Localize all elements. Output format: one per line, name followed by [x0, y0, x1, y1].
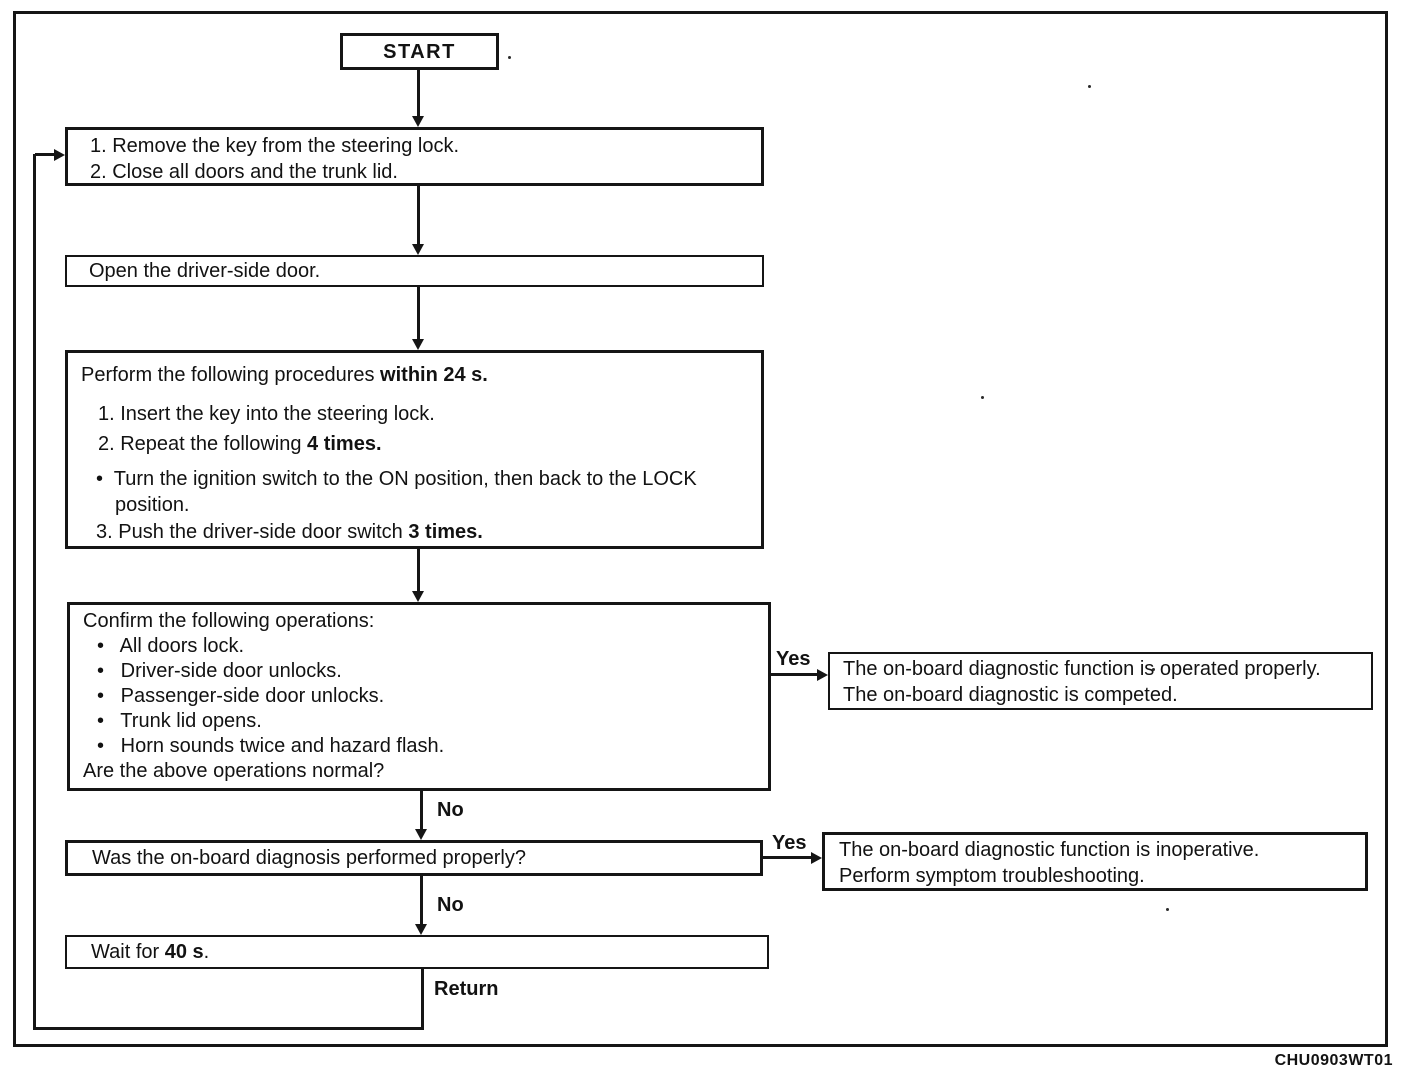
figure-code: CHU0903WT01 [1274, 1052, 1393, 1069]
scan-artifact-dot [1152, 668, 1155, 671]
connector-procedures-to-confirm [417, 549, 420, 591]
step-remove-key-node: 1. Remove the key from the steering lock… [65, 127, 764, 186]
return-label: Return [434, 978, 499, 1000]
confirm-bullet-horn-hazard: • Horn sounds twice and hazard flash. [97, 735, 445, 757]
confirm-bullet-trunk-opens: • Trunk lid opens. [97, 710, 262, 732]
start-node: START [340, 33, 499, 70]
step-procedures-node: Perform the following procedures within … [65, 350, 764, 549]
connector-confirm-yes [769, 673, 817, 676]
connector-prepare-to-open [417, 186, 420, 244]
procedures-step2: 2. Repeat the following 4 times. [98, 431, 761, 457]
step-open-door-node: Open the driver-side door. [65, 255, 764, 287]
scan-artifact-dot [1166, 908, 1169, 911]
arrowhead-down-icon [412, 339, 424, 350]
result-ok-line1: The on-board diagnostic function is oper… [843, 658, 1321, 680]
connector-confirm-no [420, 791, 423, 829]
connector-start-to-prepare [417, 70, 420, 116]
wait-node: Wait for 40 s. [65, 935, 769, 969]
procedures-step3-text: 3. Push the driver-side door switch [96, 521, 409, 543]
scan-artifact-dot [981, 396, 984, 399]
result-operated-properly-node: The on-board diagnostic function is oper… [828, 652, 1373, 710]
step-open-door-text: Open the driver-side door. [89, 260, 321, 282]
procedures-step1: 1. Insert the key into the steering lock… [98, 403, 435, 425]
yes-label: Yes [772, 832, 807, 854]
diagram-border-frame [13, 11, 1388, 1047]
wait-text: Wait for 40 s. [91, 939, 209, 965]
connector-return-bottom [33, 1027, 424, 1030]
yes-label: Yes [776, 648, 811, 670]
result-ok-line2: The on-board diagnostic is competed. [843, 684, 1178, 706]
procedures-intro-bold: within 24 s. [380, 364, 488, 386]
step-remove-key-line1: 1. Remove the key from the steering lock… [90, 135, 460, 157]
arrowhead-down-icon [415, 924, 427, 935]
arrowhead-down-icon [412, 116, 424, 127]
result-inoperative-node: The on-board diagnostic function is inop… [822, 832, 1368, 891]
procedures-step2-bold: 4 times. [307, 433, 382, 455]
confirm-title: Confirm the following operations: [83, 610, 375, 632]
procedures-step3: 3. Push the driver-side door switch 3 ti… [96, 519, 761, 545]
confirm-operations-node: Confirm the following operations: • All … [67, 602, 771, 791]
connector-return-left [33, 154, 36, 1030]
result-bad-line1: The on-board diagnostic function is inop… [839, 839, 1260, 861]
arrowhead-right-icon [811, 852, 822, 864]
start-label: START [383, 40, 456, 63]
connector-return-top [35, 153, 55, 156]
connector-question-yes [762, 856, 811, 859]
arrowhead-right-icon [817, 669, 828, 681]
procedures-step2-text: 2. Repeat the following [98, 433, 308, 455]
diagnosis-question-text: Was the on-board diagnosis performed pro… [92, 847, 526, 869]
confirm-question: Are the above operations normal? [83, 760, 385, 782]
arrowhead-down-icon [412, 591, 424, 602]
scan-artifact-dot [508, 56, 511, 59]
arrowhead-right-icon [54, 149, 65, 161]
wait-text-bold: 40 s [164, 941, 204, 963]
procedures-bullet-wrap: position. [115, 494, 190, 516]
confirm-bullet-driver-unlocks: • Driver-side door unlocks. [97, 660, 342, 682]
procedures-intro: Perform the following procedures within … [81, 362, 761, 388]
procedures-intro-text: Perform the following procedures [81, 364, 381, 386]
arrowhead-down-icon [412, 244, 424, 255]
connector-open-to-procedures [417, 287, 420, 339]
step-remove-key-line2: 2. Close all doors and the trunk lid. [90, 161, 398, 183]
wait-text-pre: Wait for [91, 941, 165, 963]
wait-text-post: . [203, 941, 210, 963]
procedures-step3-bold: 3 times. [408, 521, 483, 543]
confirm-bullet-doors-lock: • All doors lock. [97, 635, 245, 657]
arrowhead-down-icon [415, 829, 427, 840]
no-label: No [437, 799, 464, 821]
procedures-bullet-turn-ignition: • Turn the ignition switch to the ON pos… [96, 468, 697, 490]
result-bad-line2: Perform symptom troubleshooting. [839, 865, 1145, 887]
scan-artifact-dot [1088, 85, 1091, 88]
connector-return-down [421, 969, 424, 1030]
connector-question-no [420, 876, 423, 924]
diagnosis-performed-question-node: Was the on-board diagnosis performed pro… [65, 840, 763, 876]
confirm-bullet-passenger-unlocks: • Passenger-side door unlocks. [97, 685, 385, 707]
no-label: No [437, 894, 464, 916]
